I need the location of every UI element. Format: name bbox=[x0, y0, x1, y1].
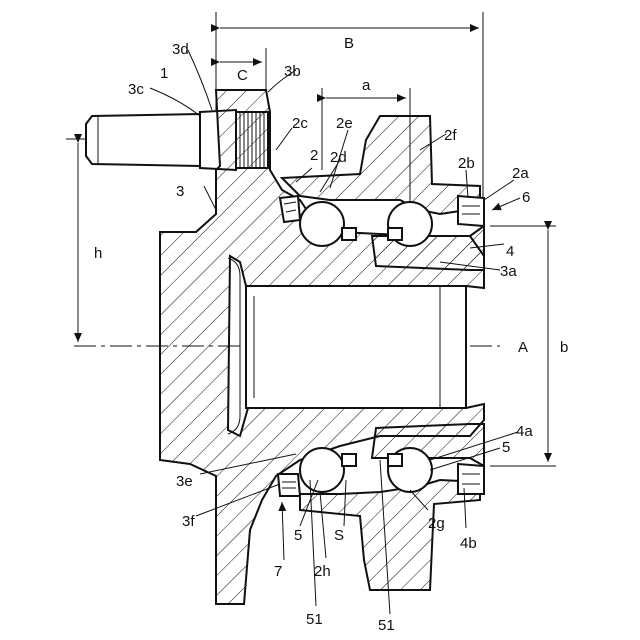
label-2e: 2e bbox=[336, 115, 353, 132]
label-3f: 3f bbox=[182, 513, 195, 530]
label-3c: 3c bbox=[128, 81, 144, 98]
label-5-left: 5 bbox=[294, 527, 302, 544]
label-2h: 2h bbox=[314, 563, 331, 580]
label-3e: 3e bbox=[176, 473, 193, 490]
label-7: 7 bbox=[274, 563, 282, 580]
label-6: 6 bbox=[522, 189, 530, 206]
label-4a: 4a bbox=[516, 423, 533, 440]
label-b: b bbox=[560, 339, 568, 356]
label-3a: 3a bbox=[500, 263, 517, 280]
label-A: A bbox=[518, 339, 528, 356]
label-2b: 2b bbox=[458, 155, 475, 172]
label-2f: 2f bbox=[444, 127, 457, 144]
label-4b: 4b bbox=[460, 535, 477, 552]
label-5-right: 5 bbox=[502, 439, 510, 456]
label-2d: 2d bbox=[330, 149, 347, 166]
label-3: 3 bbox=[176, 183, 184, 200]
label-2c: 2c bbox=[292, 115, 308, 132]
label-a: a bbox=[362, 77, 371, 94]
label-51-left: 51 bbox=[306, 611, 323, 628]
label-3d: 3d bbox=[172, 41, 189, 58]
label-S: S bbox=[334, 527, 344, 544]
label-h: h bbox=[94, 245, 102, 262]
label-2g: 2g bbox=[428, 515, 445, 532]
label-51-right: 51 bbox=[378, 617, 395, 634]
label-2: 2 bbox=[310, 147, 318, 164]
label-C: C bbox=[237, 67, 248, 84]
hub-bore bbox=[246, 286, 466, 408]
label-3b: 3b bbox=[284, 63, 301, 80]
label-1: 1 bbox=[160, 65, 168, 82]
label-B: B bbox=[344, 35, 354, 52]
label-4: 4 bbox=[506, 243, 514, 260]
label-2a: 2a bbox=[512, 165, 529, 182]
